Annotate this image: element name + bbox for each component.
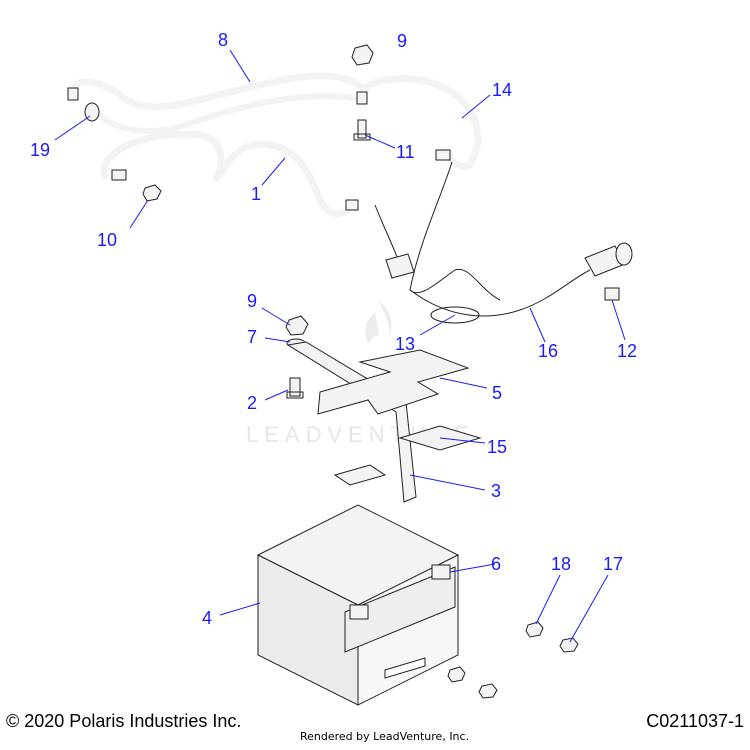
callout-15: 15 (487, 437, 507, 457)
copyright-text: © 2020 Polaris Industries Inc. (6, 711, 242, 731)
callout-13: 13 (395, 334, 415, 354)
rendered-by-text: Rendered by LeadVenture, Inc. (300, 730, 470, 743)
fasteners (84, 44, 374, 399)
callout-5: 5 (492, 383, 502, 403)
callout-17: 17 (603, 554, 623, 574)
callout-12: 12 (617, 341, 637, 361)
callout-9-mid: 9 (247, 291, 257, 311)
fasteners-part-17-18 (447, 621, 579, 699)
diagram-code: C0211037-1 (646, 711, 744, 731)
callout-labels: 8 9 14 19 11 1 10 9 7 13 16 12 5 2 15 3 … (30, 30, 637, 628)
pad-small (333, 464, 387, 486)
battery-strap-part-3 (286, 341, 417, 503)
callout-11: 11 (396, 142, 415, 162)
callout-7: 7 (247, 327, 257, 347)
callout-6: 6 (491, 554, 501, 574)
callout-16: 16 (538, 341, 558, 361)
callout-8: 8 (218, 30, 228, 50)
callout-2: 2 (247, 393, 257, 413)
accessory-harness-part-16 (374, 161, 633, 324)
leader-lines (54, 49, 626, 643)
callout-14: 14 (492, 80, 512, 100)
callout-1: 1 (251, 184, 261, 204)
battery-cable-part-1 (100, 130, 359, 218)
callout-18: 18 (551, 554, 571, 574)
insulator-part-5 (317, 349, 470, 415)
wire-harness-part-8 (67, 72, 482, 170)
callout-3: 3 (491, 481, 501, 501)
callout-10: 10 (97, 230, 117, 250)
callout-9-top: 9 (397, 31, 407, 51)
callout-4: 4 (202, 608, 212, 628)
battery-part-4 (256, 504, 460, 706)
callout-19: 19 (30, 140, 50, 160)
